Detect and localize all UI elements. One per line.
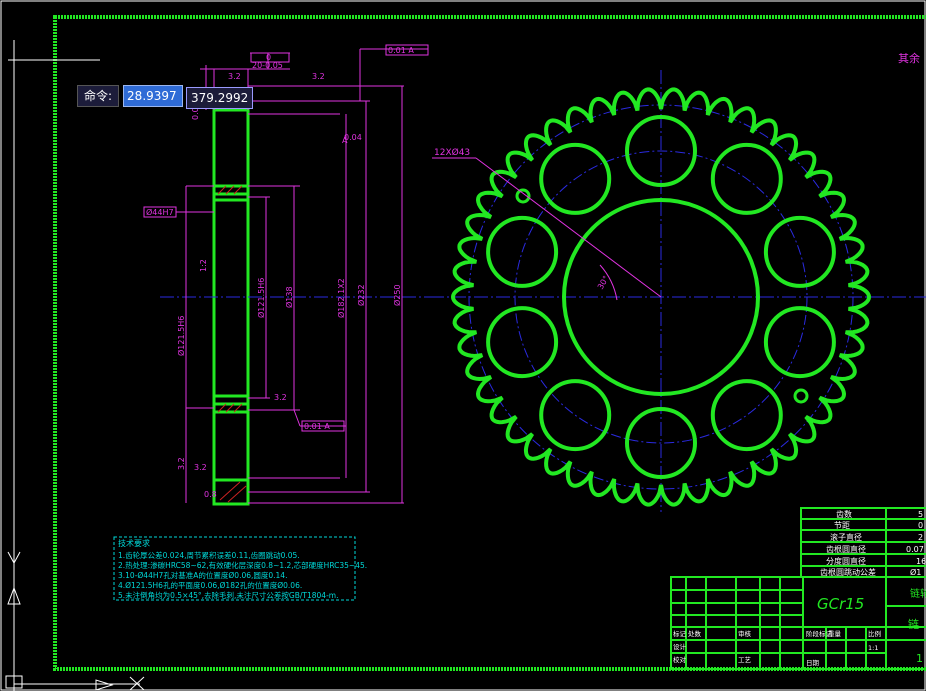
dim-hole-44: Ø44H7 — [146, 207, 174, 217]
side-section-view — [212, 108, 250, 506]
dim-flatness-top: 0.01 A — [388, 46, 414, 55]
lightening-hole — [710, 379, 783, 452]
param-value-3: 2 — [918, 533, 923, 542]
dimension-texts: 20-0.05 0 3.2 3.2 0.01 A 0.04 0.04 1:2 Ø… — [146, 46, 414, 499]
dim-flatness-mid: 0.01 A — [304, 422, 330, 431]
lightening-hole — [625, 115, 697, 187]
param-label-5: 分度圆直径 — [826, 556, 866, 566]
lightening-hole — [763, 306, 836, 379]
lightening-hole — [486, 306, 559, 379]
sprocket-tooth-profile — [450, 87, 872, 507]
lightening-hole — [486, 215, 559, 288]
param-label-2: 节距 — [834, 521, 850, 530]
param-label-1: 齿数 — [836, 509, 852, 519]
hole-leader — [432, 157, 662, 301]
tb-weight: 重量 — [828, 630, 842, 638]
dim-roughness-3: 3.2 — [194, 463, 207, 472]
dim-diameter-182: Ø182.1X2 — [336, 278, 346, 318]
param-value-4: 0.07 — [906, 545, 924, 554]
param-label-4: 齿根圆直径 — [826, 544, 866, 554]
pin-hole-upper — [515, 188, 531, 204]
dim-bore-1215: Ø121.5H6 — [256, 278, 266, 318]
note-line-2: 2.热处理:渗碳HRC58~62,有效硬化层深度0.8~1.2,芯部硬度HRC3… — [118, 560, 367, 570]
sheet-number: 1 — [916, 652, 923, 665]
note-line-5: 5.未注倒角均为0.5×45°,去除毛刺,未注尺寸公差按GB/T1804-m. — [118, 590, 338, 600]
dim-roughness-4: 3.2 — [274, 393, 287, 402]
lightening-hole — [539, 142, 612, 215]
dim-chamfer-top: 0.04 — [191, 102, 200, 120]
hole-count-label: 12XØ43 — [434, 147, 470, 158]
datum-mark: A — [342, 136, 348, 145]
tb-mark: 标记 — [673, 629, 687, 638]
param-label-3: 滚子直径 — [830, 532, 862, 542]
param-label-6: 齿根圆跳动公差 — [820, 567, 876, 577]
command-value-input[interactable]: 28.9397 — [123, 85, 184, 107]
dim-roughness-2: 3.2 — [312, 72, 325, 81]
command-prompt-label: 命令: — [77, 85, 120, 107]
coordinate-input[interactable]: 379.2992 — [186, 87, 254, 109]
dimension-lines — [143, 44, 429, 504]
tb-count: 处数 — [688, 629, 702, 638]
dim-tol-upper: 0 — [266, 53, 271, 62]
note-line-1: 1.齿轮厚公差0.024,周节累积误差0.11,齿圈跳动0.05. — [118, 550, 300, 560]
tb-scale: 1:1 — [868, 644, 878, 652]
dim-ratio: 1:2 — [199, 259, 208, 272]
tb-stage: 阶段标记 — [806, 629, 833, 638]
lightening-holes — [486, 115, 836, 479]
tb-designed: 设计 — [673, 642, 687, 651]
tb-check: 校对 — [673, 655, 687, 664]
lightening-hole — [539, 379, 612, 452]
dim-roughness-5: 0.8 — [204, 490, 217, 499]
tb-approve: 审核 — [738, 629, 752, 638]
part-code: 链 — [908, 617, 919, 631]
lightening-hole — [763, 215, 836, 288]
lightening-hole — [625, 407, 697, 479]
param-value-5: 16 — [916, 557, 926, 566]
title-block-text: 标记 处数 设计 校对 工艺 审核 阶段标记 重量 比例 1:1 日期 — [673, 629, 881, 667]
drawing-frame — [53, 15, 926, 671]
tb-ratio: 比例 — [868, 629, 881, 638]
param-value-6: Ø1 — [910, 567, 921, 577]
param-table — [800, 507, 926, 578]
title-block-grid — [670, 576, 926, 670]
dim-small-right: 0.04 — [344, 133, 362, 142]
dynamic-input[interactable]: 命令: 28.9397 — [77, 85, 184, 107]
part-name: 链轮 — [910, 587, 926, 600]
notes-title: 技术要求 — [118, 538, 150, 548]
tb-date: 日期 — [806, 659, 820, 667]
tb-process: 工艺 — [738, 656, 752, 664]
param-table-text: 齿数 5 节距 0 滚子直径 2 齿根圆直径 0.07 分度圆直径 16 齿根圆… — [820, 509, 926, 577]
sprocket-bore — [562, 198, 760, 396]
pin-hole-lower — [793, 388, 809, 404]
dim-bore-left: Ø121.5H6 — [176, 316, 186, 356]
note-line-3: 3.10-Ø44H7孔对基准A的位置度Ø0.06,圆度0.14. — [118, 570, 287, 580]
param-value-2: 0 — [918, 521, 923, 530]
hole-pitch-circle — [514, 150, 808, 444]
dim-roughness-6: 3.2 — [177, 457, 186, 470]
dim-roughness-1: 3.2 — [228, 72, 241, 81]
notes-box — [113, 536, 356, 601]
material-label: GCr15 — [817, 595, 864, 613]
dim-diameter-250: Ø250 — [392, 284, 402, 306]
section-hatching — [217, 185, 247, 503]
lightening-hole — [710, 142, 783, 215]
ucs-icon — [5, 548, 145, 691]
corner-roughness-text: 其余 — [898, 51, 920, 65]
param-value-1: 5 — [918, 510, 923, 519]
dim-diameter-138: Ø138 — [284, 286, 294, 308]
dim-thickness: 20-0.05 — [252, 61, 283, 70]
dim-diameter-232: Ø232 — [356, 284, 366, 306]
note-line-4: 4.Ø121.5H6孔的平面度0.06,Ø182孔的位置度Ø0.06. — [118, 580, 302, 590]
